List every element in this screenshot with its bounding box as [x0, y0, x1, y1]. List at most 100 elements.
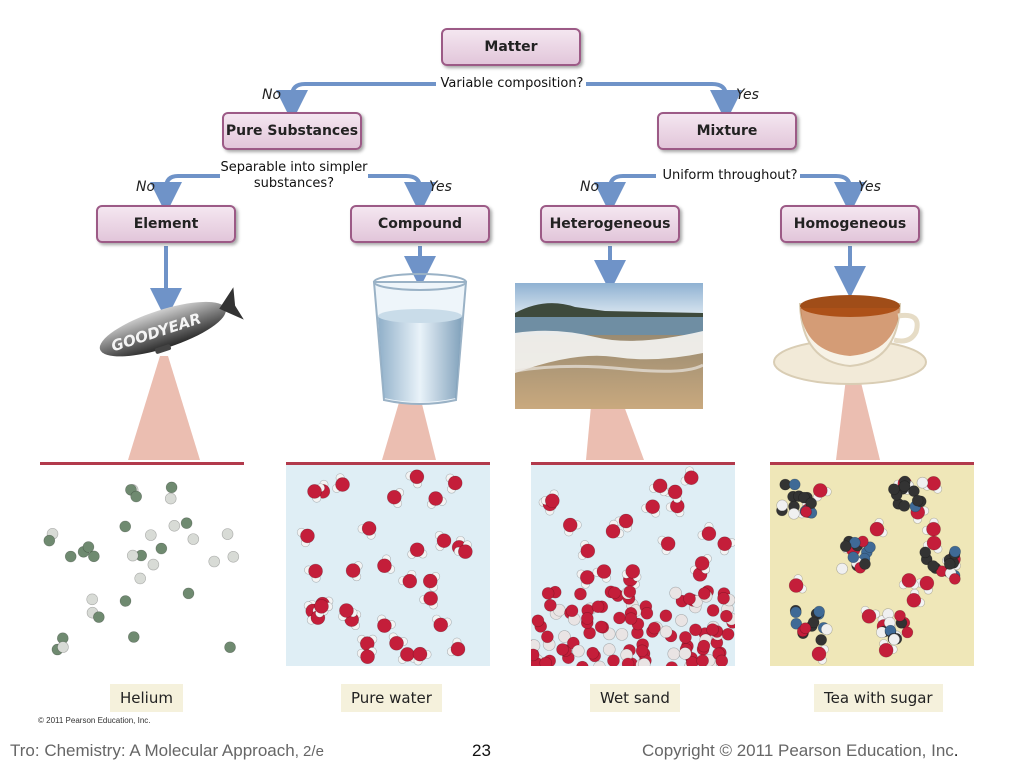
oxygen-atom: [360, 649, 375, 665]
sugar-atom: [894, 609, 906, 622]
sand-atom: [675, 614, 688, 627]
wet-sand-molecules: [531, 466, 735, 666]
sand-atom: [678, 647, 692, 660]
sand-atom: [659, 609, 673, 623]
sand-atom: [648, 621, 661, 635]
sand-atom: [613, 611, 626, 625]
sugar-atom: [919, 546, 932, 559]
helium-atom: [165, 481, 178, 494]
node-homogeneous: Homogeneous: [780, 205, 920, 243]
sand-atom: [669, 586, 682, 600]
oxygen-atom: [436, 533, 452, 549]
caption-wet-sand: Wet sand: [590, 684, 680, 712]
sugar-atom: [776, 499, 788, 512]
oxygen-atom: [660, 536, 676, 552]
tea-cup-image: [773, 295, 927, 385]
sand-atom: [531, 614, 545, 628]
sugar-atom: [815, 634, 827, 646]
label-no-heterogeneous: No: [580, 179, 600, 195]
arrow-to-pure-substances: [276, 82, 436, 122]
arrow-to-heterogeneous: [594, 174, 656, 214]
helium-atom: [127, 631, 140, 643]
helium-atom: [155, 542, 168, 555]
sugar-atom: [805, 497, 817, 510]
oxygen-atom: [428, 491, 443, 506]
sand-atom: [665, 661, 678, 666]
sugar-atom: [943, 558, 956, 570]
oxygen-atom: [605, 523, 621, 539]
sand-atom: [565, 604, 579, 618]
sugar-atom: [898, 500, 911, 512]
sugar-atom: [847, 551, 860, 564]
node-heterogeneous: Heterogeneous: [540, 205, 680, 243]
oxygen-atom: [402, 573, 418, 589]
callout-helium: [128, 356, 200, 460]
blimp-image: GOODYEAR: [99, 287, 244, 357]
oxygen-atom: [652, 478, 668, 494]
sand-atom: [621, 657, 635, 666]
arrow-to-element: [150, 174, 222, 214]
sand-atom: [602, 643, 616, 656]
sugar-atom: [911, 494, 924, 507]
label-yes-mixture: Yes: [736, 87, 759, 103]
callout-water: [382, 372, 436, 460]
helium-atom: [119, 595, 132, 607]
oxygen-atom: [901, 573, 917, 588]
sand-atom: [659, 625, 673, 639]
oxygen-atom: [788, 578, 804, 593]
oxygen-atom: [423, 591, 438, 606]
oxygen-atom: [458, 544, 473, 559]
sugar-atom: [820, 623, 833, 636]
sand-atom: [539, 656, 553, 666]
helium-atom: [224, 641, 236, 654]
helium-atom: [43, 534, 56, 547]
helium-molecular-view: [40, 462, 244, 666]
arrow-to-mixture: [586, 82, 742, 122]
oxygen-atom: [300, 528, 315, 544]
footer-book-title: Tro: Chemistry: A Molecular Approach, 2/…: [10, 741, 324, 761]
oxygen-atom: [447, 475, 463, 491]
helium-atom: [119, 520, 132, 533]
sugar-atom: [839, 540, 852, 553]
helium-atom: [57, 641, 69, 653]
oxygen-atom: [906, 592, 922, 608]
question-variable-composition: Variable composition?: [440, 76, 584, 92]
tea-sugar-molecular-view: [770, 462, 974, 666]
sand-atom: [635, 644, 649, 658]
sand-atom: [615, 628, 629, 641]
sand-atom: [583, 626, 596, 640]
question-uniform: Uniform throughout?: [660, 168, 800, 184]
oxygen-atom: [861, 608, 877, 624]
oxygen-atom: [926, 521, 941, 537]
oxygen-atom: [361, 521, 377, 536]
sand-atom: [558, 630, 571, 643]
sand-atom: [607, 654, 620, 666]
oxygen-atom: [580, 570, 595, 585]
sand-atom: [593, 660, 606, 666]
oxygen-atom: [580, 543, 596, 559]
oxygen-atom: [400, 647, 415, 662]
sand-atom: [720, 609, 733, 623]
wet-sand-molecular-view: [531, 462, 735, 666]
helium-atom: [208, 555, 221, 568]
sugar-atom: [901, 626, 914, 639]
oxygen-atom: [339, 603, 354, 618]
helium-atom: [82, 541, 95, 553]
caption-helium: Helium: [110, 684, 183, 712]
sugar-atom: [790, 606, 802, 619]
sand-atom: [706, 623, 719, 636]
helium-atom: [126, 549, 139, 562]
water-molecules: [296, 469, 473, 666]
oxygen-atom: [645, 499, 660, 515]
oxygen-atom: [450, 641, 466, 657]
oxygen-atom: [345, 563, 361, 578]
oxygen-atom: [596, 564, 612, 579]
sugar-atom: [836, 562, 848, 575]
sand-atom: [624, 612, 638, 625]
sand-atom: [556, 643, 569, 656]
node-matter: Matter: [441, 28, 581, 66]
oxygen-atom: [307, 484, 322, 499]
oxygen-atom: [377, 618, 392, 633]
question-separable-line1: Separable into simpler: [220, 160, 368, 175]
callout-tea: [836, 362, 880, 460]
